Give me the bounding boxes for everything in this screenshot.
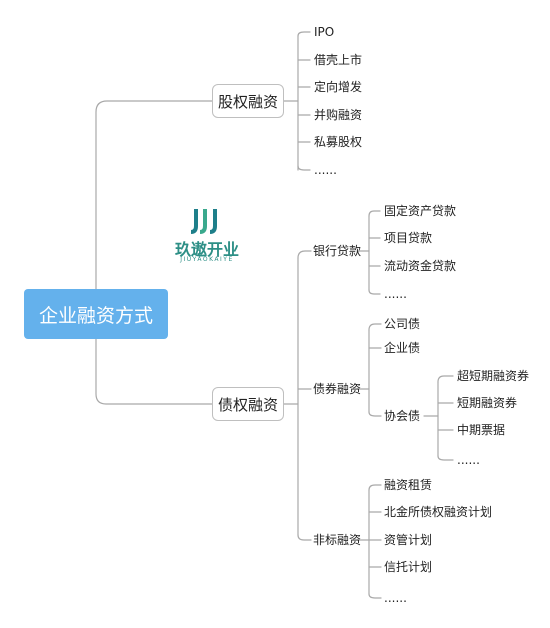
logo-mark-icon — [190, 209, 217, 234]
leaf-ma-financing[interactable]: 并购融资 — [314, 108, 363, 122]
leaf-ipo[interactable]: IPO — [314, 25, 335, 39]
leaf-medium-term-notes[interactable]: 中期票据 — [457, 423, 506, 437]
leaf-asset-management-plan[interactable]: 资管计划 — [384, 533, 433, 547]
leaf-cfae-debt-financing-plan[interactable]: 北金所债权融资计划 — [384, 505, 493, 519]
leaf-private-placement[interactable]: 定向增发 — [314, 80, 363, 94]
node-association-bond[interactable]: 协会债 — [384, 409, 421, 423]
logo-chinese-text: 玖遨开业 — [174, 240, 239, 259]
node-equity[interactable]: 股权融资 — [212, 84, 284, 118]
leaf-financial-leasing[interactable]: 融资租赁 — [384, 478, 433, 492]
leaf-private-equity[interactable]: 私募股权 — [314, 135, 363, 149]
leaf-corporate-bond[interactable]: 公司债 — [384, 317, 421, 331]
leaf-equity-more: ...... — [314, 163, 337, 177]
leaf-working-capital-loan[interactable]: 流动资金贷款 — [384, 259, 457, 273]
leaf-project-loan[interactable]: 项目贷款 — [384, 231, 433, 245]
leaf-association-more: ...... — [457, 453, 480, 467]
leaf-nonstandard-more: ...... — [384, 591, 407, 605]
node-bank-loans[interactable]: 银行贷款 — [313, 244, 362, 258]
node-nonstandard-financing[interactable]: 非标融资 — [313, 533, 362, 547]
leaf-bank-more: ...... — [384, 287, 407, 301]
leaf-trust-plan[interactable]: 信托计划 — [384, 560, 433, 574]
node-debt[interactable]: 债权融资 — [212, 387, 284, 421]
logo-english-text: JIUYAOKAIYE — [180, 256, 234, 263]
brand-logo: 玖遨开业 JIUYAOKAIYE — [168, 206, 246, 268]
leaf-super-short-commercial-paper[interactable]: 超短期融资券 — [457, 369, 530, 383]
leaf-fixed-asset-loan[interactable]: 固定资产贷款 — [384, 204, 457, 218]
leaf-enterprise-bond[interactable]: 企业债 — [384, 341, 421, 355]
node-bond-financing[interactable]: 债券融资 — [313, 382, 362, 396]
leaf-backdoor-listing[interactable]: 借壳上市 — [314, 53, 363, 67]
root-node[interactable]: 企业融资方式 — [24, 289, 168, 339]
leaf-short-term-commercial-paper[interactable]: 短期融资券 — [457, 396, 518, 410]
